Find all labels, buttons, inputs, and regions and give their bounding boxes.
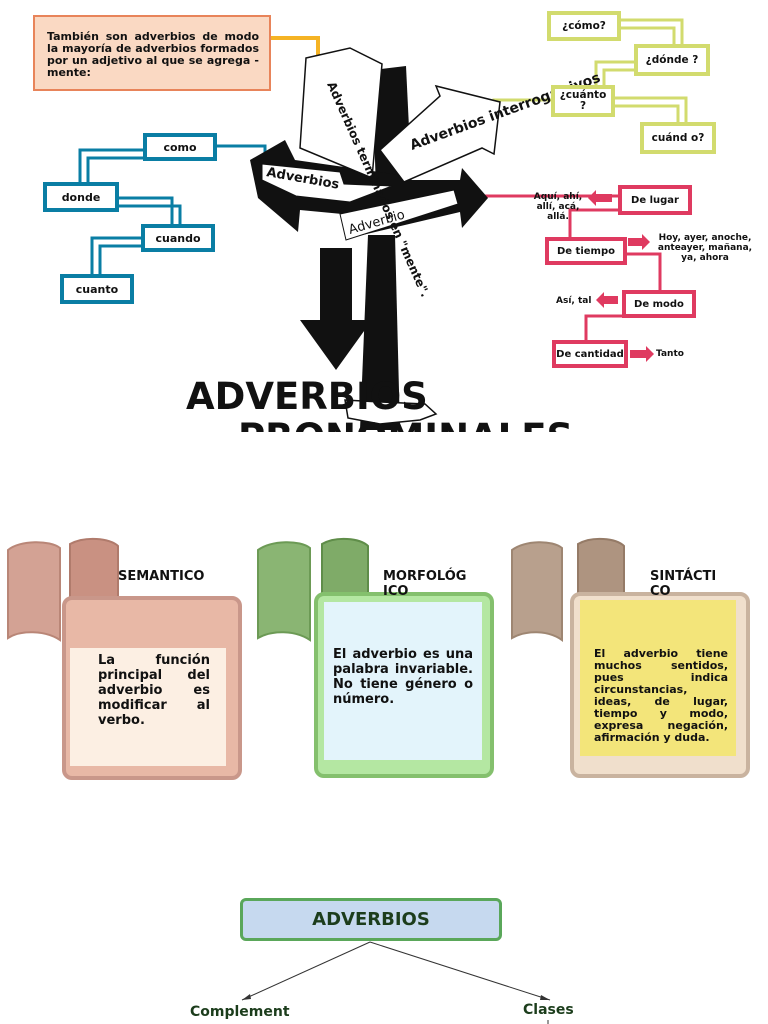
box-como: como xyxy=(143,133,217,161)
title-line-2: PRONOMINALES xyxy=(238,416,573,432)
box-de-lugar: De lugar xyxy=(618,185,692,215)
card-text-semantico: La función principal del adverbio es mod… xyxy=(98,653,210,728)
box-cuando: cuando xyxy=(141,224,215,252)
title-line-1: ADVERBIOS xyxy=(186,375,428,418)
example-tiempo: Hoy, ayer, anoche, anteayer, mañana, ya,… xyxy=(657,233,753,263)
card-semantico-graphic xyxy=(7,538,242,780)
central-arrows xyxy=(250,47,501,430)
note-box: También son adverbios de modo la mayoría… xyxy=(33,15,271,91)
red-small-arrows xyxy=(588,190,654,362)
concept-child-clases: Clases xyxy=(523,1002,574,1018)
card-title-semantico: SEMANTICO xyxy=(118,569,205,584)
example-lugar: Aquí, ahí, allí, acá, allá. xyxy=(533,192,583,222)
yellow-connectors xyxy=(492,18,688,122)
box-de-cantidad: De cantidad xyxy=(552,340,628,368)
card-title-morfologico: MORFOLÓG ICO xyxy=(383,569,467,599)
card-morfologico-graphic xyxy=(257,538,494,778)
box-cuanto-q: ¿cuánto ? xyxy=(551,85,615,117)
box-de-tiempo: De tiempo xyxy=(545,237,627,265)
example-cantidad: Tanto xyxy=(656,349,684,359)
concept-map-lines xyxy=(241,941,551,1024)
concept-child-complement: Complement xyxy=(190,1004,290,1020)
concept-root-adverbios: ADVERBIOS xyxy=(240,898,502,941)
card-title-sintactico: SINTÁCTI CO xyxy=(650,569,717,599)
title-clip: ADVERBIOS PRONOMINALES xyxy=(0,0,768,432)
top-diagram-graphics: Adverbios terminados en "mente". Adverbi… xyxy=(78,18,688,430)
box-donde-q: ¿dónde ? xyxy=(634,44,710,76)
box-de-modo: De modo xyxy=(622,290,696,318)
cards-graphics xyxy=(7,538,750,780)
example-modo: Así, tal xyxy=(556,296,592,306)
box-donde: donde xyxy=(43,182,119,212)
card-text-sintactico: El adverbio tiene muchos sentidos, pues … xyxy=(594,647,728,744)
orange-connector xyxy=(271,36,320,56)
box-como-q: ¿cómo? xyxy=(547,11,621,41)
box-cuanto: cuanto xyxy=(60,274,134,304)
box-cuando-q: cuánd o? xyxy=(640,122,716,154)
card-sintactico-graphic xyxy=(511,538,750,778)
card-text-morfologico: El adverbio es una palabra invariable. N… xyxy=(333,647,473,707)
